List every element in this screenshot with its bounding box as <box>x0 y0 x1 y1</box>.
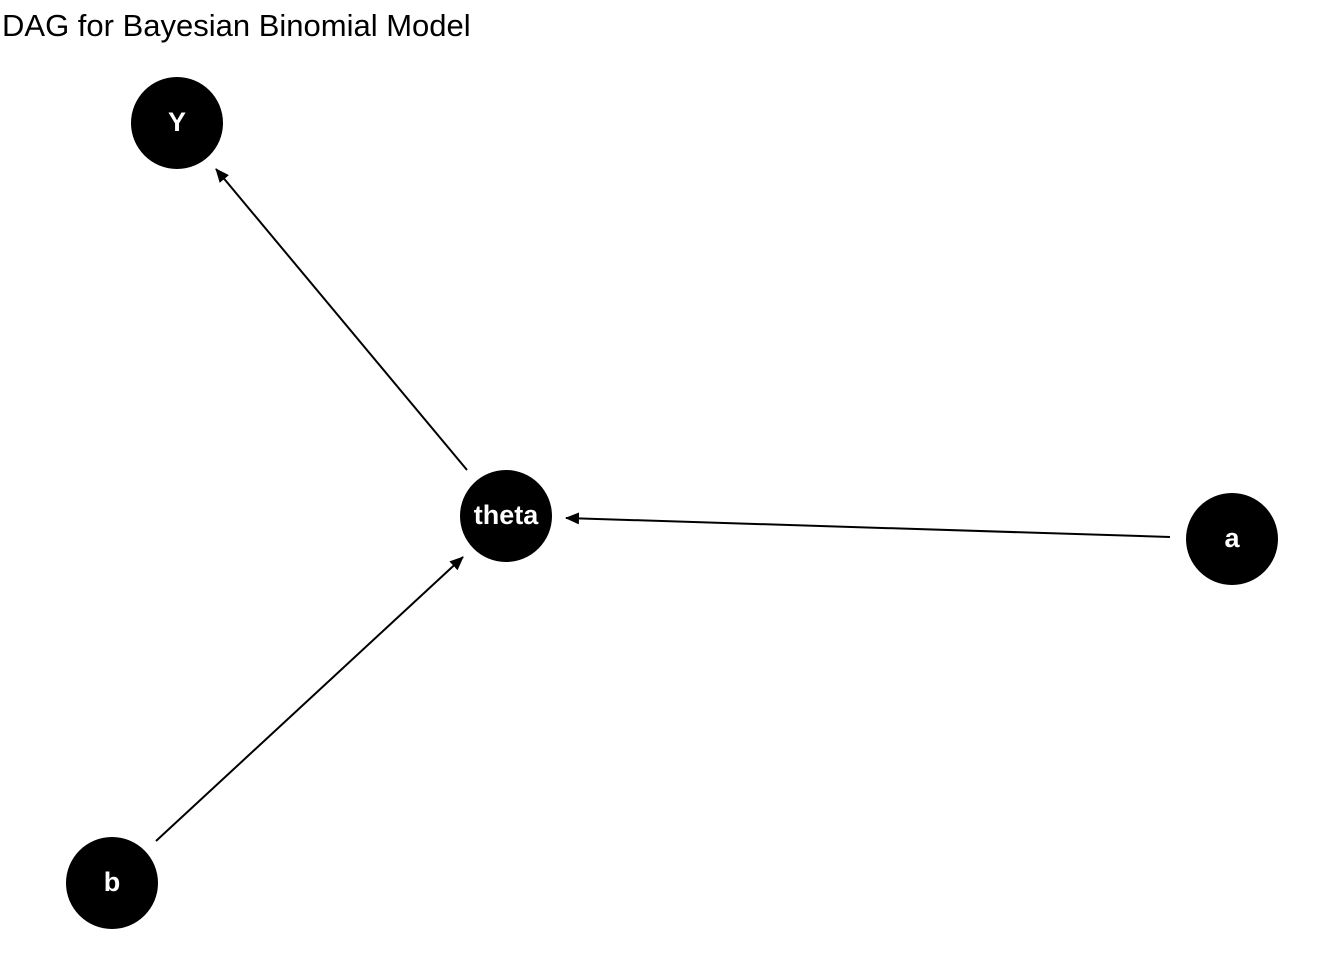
diagram-title: DAG for Bayesian Binomial Model <box>2 8 471 43</box>
node-a: a <box>1186 493 1278 585</box>
node-y-label: Y <box>168 107 186 137</box>
edge-b-to-theta <box>155 556 464 842</box>
node-a-label: a <box>1224 523 1240 553</box>
node-y: Y <box>131 77 223 169</box>
node-theta-label: theta <box>474 500 539 530</box>
edge-a-to-theta <box>565 512 1171 538</box>
node-b: b <box>66 837 158 929</box>
edge-theta-to-y <box>215 168 468 471</box>
node-theta: theta <box>460 470 552 562</box>
node-b-label: b <box>104 867 121 897</box>
